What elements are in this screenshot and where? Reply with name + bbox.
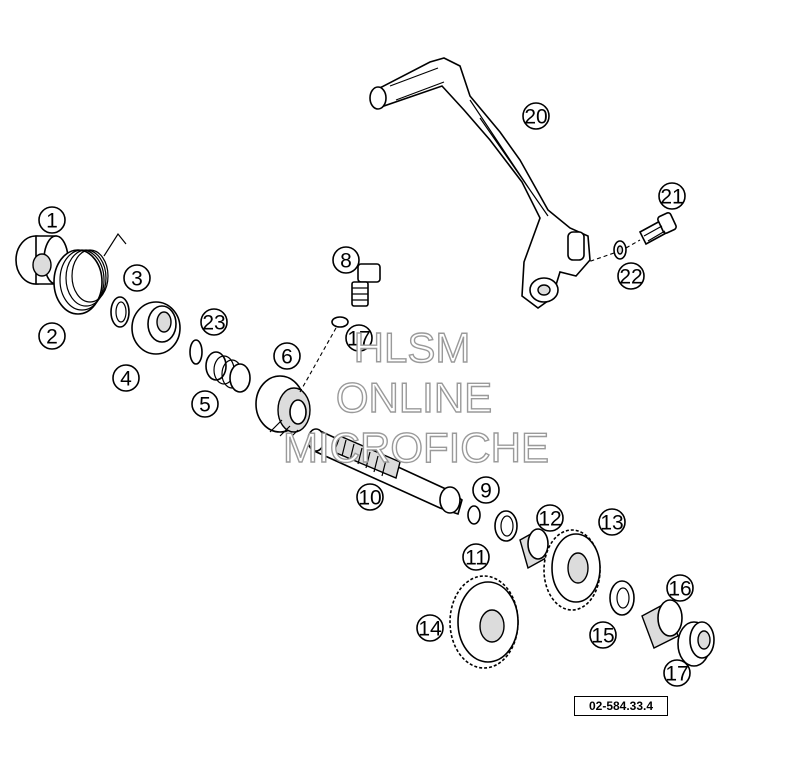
watermark-line-3: MICROFICHE <box>283 424 549 471</box>
callout-10: 10 <box>356 483 384 511</box>
gear-bushing <box>677 621 715 667</box>
callout-17-washer: 17 <box>345 324 373 352</box>
svg-text:17: 17 <box>665 663 688 686</box>
svg-text:4: 4 <box>120 368 132 391</box>
needle-bearing <box>519 528 549 570</box>
svg-text:14: 14 <box>418 618 442 641</box>
callout-15: 15 <box>589 621 617 649</box>
watermark-line-2: ONLINE <box>336 374 492 421</box>
callout-3: 3 <box>123 264 151 292</box>
svg-text:3: 3 <box>131 268 143 291</box>
svg-text:6: 6 <box>281 346 293 369</box>
thrust-washer <box>494 510 518 542</box>
shaft-washer <box>467 505 481 525</box>
svg-text:5: 5 <box>199 394 211 417</box>
svg-text:17: 17 <box>347 328 370 351</box>
svg-text:15: 15 <box>591 625 614 648</box>
svg-text:9: 9 <box>480 480 492 503</box>
intermediate-gear <box>449 575 519 669</box>
callout-17-bushing: 17 <box>663 659 691 687</box>
ratchet-spring <box>205 351 251 393</box>
svg-text:20: 20 <box>524 106 547 129</box>
callout-20: 20 <box>522 102 550 130</box>
callout-23: 23 <box>200 308 228 336</box>
watermark-line-1: HLSM <box>354 324 471 371</box>
callout-6: 6 <box>273 342 301 370</box>
callout-14: 14 <box>416 614 444 642</box>
stop-bolt-washer <box>331 316 349 328</box>
ratchet-gear <box>255 375 311 441</box>
svg-text:21: 21 <box>660 186 683 209</box>
svg-text:16: 16 <box>668 578 691 601</box>
callout-9: 9 <box>472 476 500 504</box>
stop-bolt <box>351 263 381 307</box>
shaft-circlip <box>189 339 203 365</box>
kick-gear <box>543 529 601 611</box>
svg-text:10: 10 <box>358 487 381 510</box>
figure-code-label: 02-584.33.4 <box>574 696 668 716</box>
callout-16: 16 <box>666 574 694 602</box>
svg-text:2: 2 <box>46 326 58 349</box>
svg-text:1: 1 <box>46 210 58 233</box>
callout-12: 12 <box>536 504 564 532</box>
gear-bearing <box>641 599 683 649</box>
callout-5: 5 <box>191 390 219 418</box>
watermark: HLSM ONLINE MICROFICHE <box>282 323 549 471</box>
svg-text:11: 11 <box>465 547 487 570</box>
kick-lever <box>369 57 591 309</box>
kick-shaft <box>307 428 463 516</box>
svg-text:13: 13 <box>600 512 623 535</box>
callout-2: 2 <box>38 322 66 350</box>
callout-11: 11 <box>462 543 490 571</box>
svg-text:22: 22 <box>619 266 642 289</box>
svg-text:8: 8 <box>340 250 352 273</box>
gear-washer <box>609 580 635 616</box>
lever-bolt <box>638 212 677 246</box>
callout-21: 21 <box>658 182 686 210</box>
svg-text:12: 12 <box>538 508 561 531</box>
callout-8: 8 <box>332 246 360 274</box>
callout-22: 22 <box>617 262 645 290</box>
callout-4: 4 <box>112 364 140 392</box>
callout-1: 1 <box>38 206 66 234</box>
spring-plate <box>131 301 181 355</box>
callout-13: 13 <box>598 508 626 536</box>
kick-spring <box>53 232 127 315</box>
svg-text:23: 23 <box>202 312 225 335</box>
